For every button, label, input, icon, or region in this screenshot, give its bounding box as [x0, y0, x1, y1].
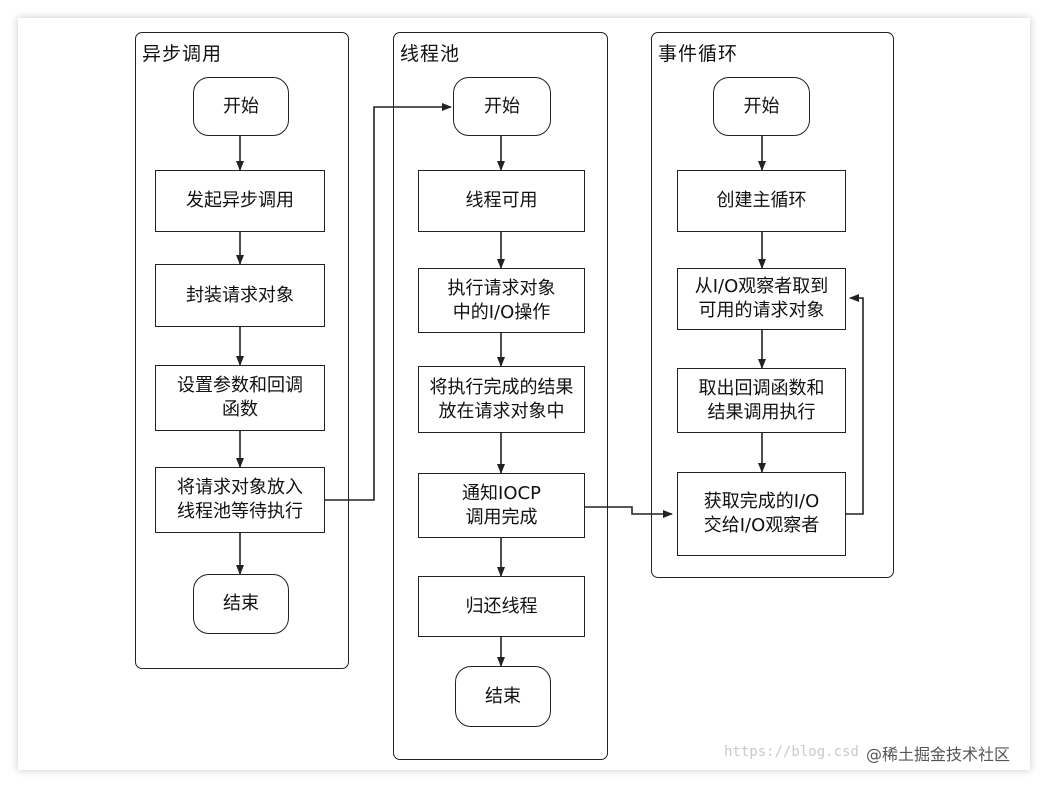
node-loop-fetch: 从I/O观察者取到 可用的请求对象: [677, 268, 846, 330]
node-async-wrap: 封装请求对象: [155, 264, 325, 327]
node-pool-thread: 线程可用: [418, 170, 585, 232]
node-loop-start: 开始: [713, 77, 810, 136]
node-loop-get: 获取完成的I/O 交给I/O观察者: [677, 472, 846, 556]
lane-async-call: 异步调用: [135, 32, 349, 669]
node-pool-return: 归还线程: [418, 576, 585, 637]
node-async-end: 结束: [193, 574, 289, 634]
arrow-async-to-pool: [325, 103, 452, 501]
lane-thread-pool: 线程池: [393, 32, 608, 760]
node-pool-result: 将执行完成的结果 放在请求对象中: [418, 366, 585, 433]
lane-title-thread-pool: 线程池: [400, 43, 461, 65]
lane-title-async-call: 异步调用: [142, 43, 223, 65]
node-loop-create: 创建主循环: [677, 170, 846, 232]
node-async-call: 发起异步调用: [155, 170, 325, 232]
node-pool-exec: 执行请求对象 中的I/O操作: [418, 268, 585, 333]
lane-event-loop: 事件循环: [651, 32, 894, 578]
node-async-start: 开始: [193, 77, 289, 136]
lane-title-event-loop: 事件循环: [658, 43, 739, 65]
node-pool-start: 开始: [453, 77, 551, 136]
arrow-loop-back: [846, 294, 864, 515]
arrow-pool-to-loop: [585, 506, 673, 518]
node-pool-end: 结束: [455, 666, 551, 727]
node-async-params: 设置参数和回调 函数: [155, 365, 325, 431]
watermark-url: https://blog.csd: [724, 744, 859, 760]
node-pool-notify: 通知IOCP 调用完成: [418, 473, 585, 538]
node-loop-callback: 取出回调函数和 结果调用执行: [677, 368, 846, 433]
node-async-queue: 将请求对象放入 线程池等待执行: [155, 467, 325, 533]
watermark-brand: @稀土掘金技术社区: [866, 745, 1011, 764]
